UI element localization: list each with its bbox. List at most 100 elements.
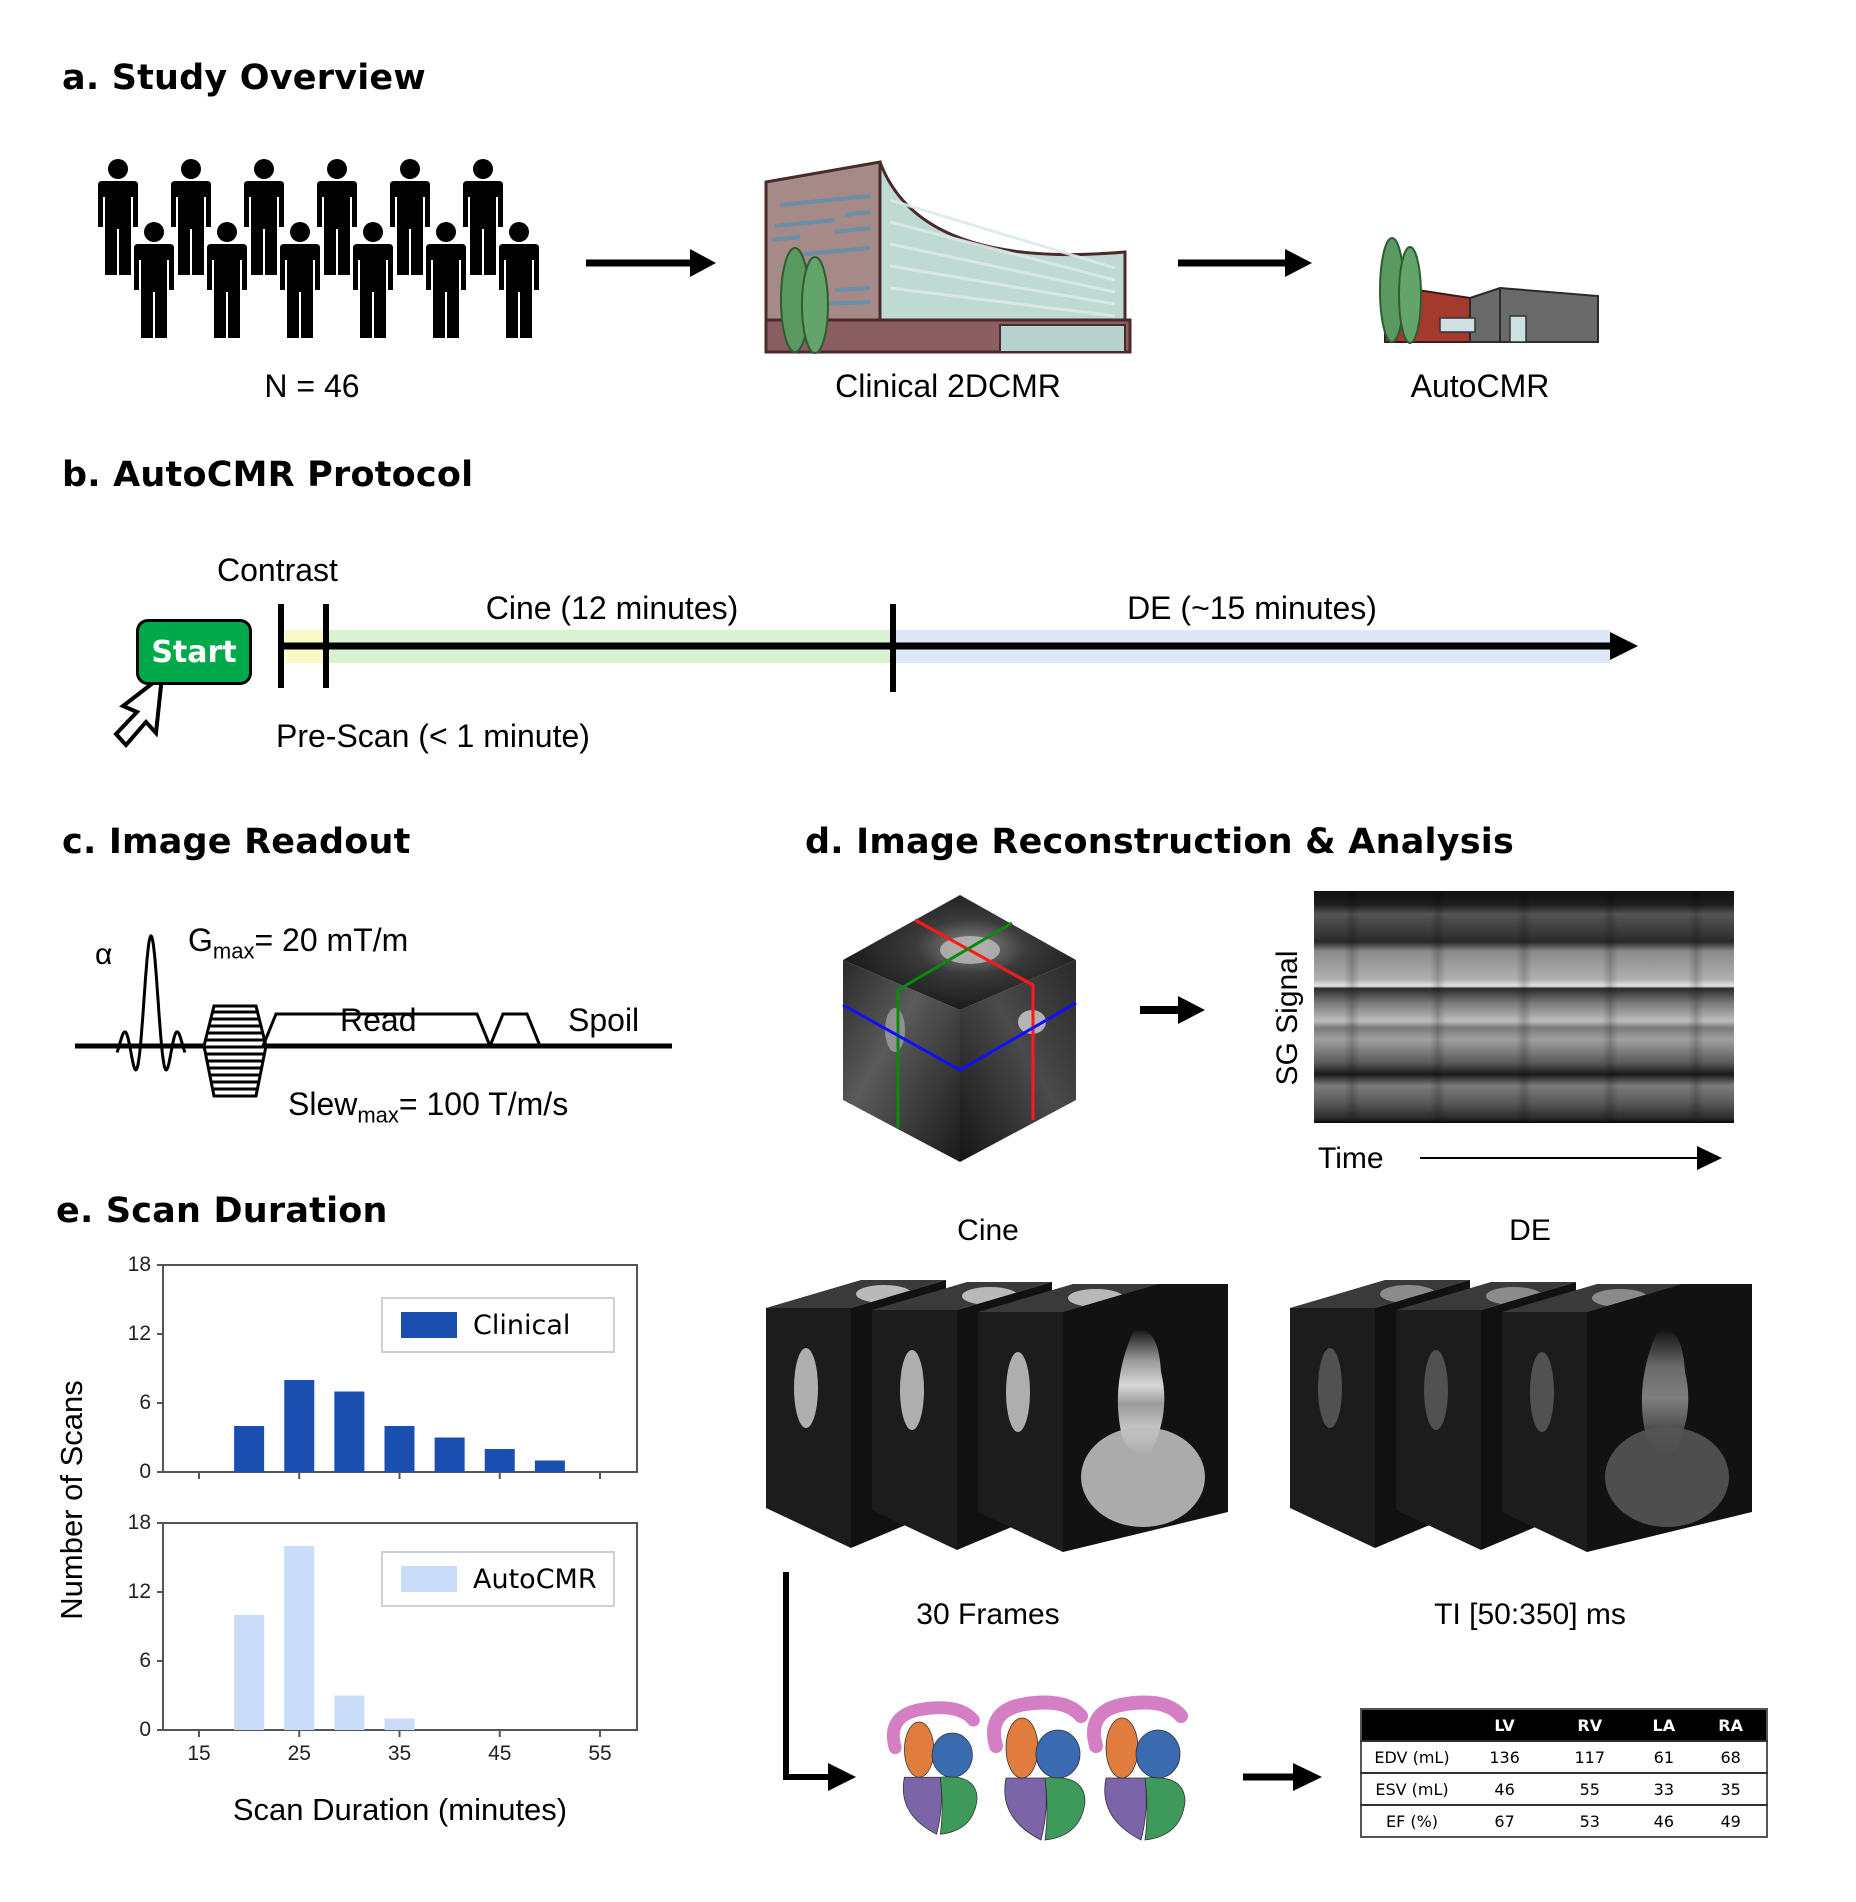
row-label: ESV (mL)	[1361, 1772, 1462, 1805]
panel-e-heading: e. Scan Duration	[56, 1191, 388, 1231]
sg-signal-image	[1314, 891, 1734, 1123]
histogram-bar	[434, 1437, 465, 1472]
clinic-building-icon	[1379, 237, 1599, 344]
elbow-arrow	[783, 1572, 830, 1780]
histogram-bar	[284, 1380, 315, 1472]
x-tick-label: 15	[187, 1742, 211, 1765]
x-tick-label: 55	[588, 1742, 612, 1765]
contrast-label: Contrast	[217, 552, 338, 588]
person-icon	[426, 222, 466, 338]
arrow-icon	[828, 1763, 856, 1791]
table-cell: 53	[1547, 1804, 1633, 1837]
table-header-cell: LV	[1462, 1709, 1548, 1741]
person-icon	[280, 222, 320, 338]
timeline-arrowhead-icon	[1610, 632, 1638, 660]
people-group-icon	[98, 159, 539, 338]
volume-front-face	[1063, 1284, 1228, 1552]
legend-autocmr: AutoCMR	[381, 1551, 615, 1607]
person-icon	[98, 159, 138, 275]
person-icon	[171, 159, 211, 275]
person-icon	[244, 159, 284, 275]
slew-subscript: max	[357, 1102, 399, 1128]
x-axis-label: Scan Duration (minutes)	[232, 1792, 568, 1827]
histogram-bar	[234, 1615, 265, 1730]
person-icon	[390, 159, 430, 275]
time-axis-label: Time	[1318, 1142, 1384, 1175]
slew-value: = 100 T/m/s	[398, 1086, 569, 1122]
arrow-icon	[1140, 996, 1205, 1024]
green-slice-line	[896, 921, 1013, 1128]
table-cell: 67	[1462, 1804, 1548, 1837]
table-cell: 117	[1547, 1740, 1633, 1773]
population-count-label: N = 46	[264, 368, 360, 404]
cursor-pointer-icon	[113, 671, 165, 749]
readout-gradient	[261, 1012, 492, 1047]
table-cell: 46	[1462, 1772, 1548, 1805]
table-cell: 68	[1695, 1740, 1767, 1773]
start-button[interactable]: Start	[136, 619, 252, 685]
arrow-icon	[1243, 1763, 1322, 1791]
histogram-bar	[334, 1391, 365, 1472]
y-tick-label: 6	[139, 1649, 151, 1672]
table-cell: 35	[1695, 1772, 1767, 1805]
table-header-cell	[1361, 1709, 1462, 1741]
person-icon	[353, 222, 393, 338]
study-flow-arrows	[586, 249, 1312, 277]
legend-clinical: Clinical	[381, 1297, 615, 1353]
table-cell: 55	[1547, 1772, 1633, 1805]
table-cell: 136	[1462, 1740, 1548, 1773]
heart-segmentation-model	[1087, 1695, 1188, 1841]
person-icon	[463, 159, 503, 275]
slew-prefix: Slew	[288, 1086, 358, 1122]
gmax-prefix: G	[188, 922, 213, 958]
arrow-icon	[1178, 249, 1312, 277]
table-header-cell: RA	[1695, 1709, 1767, 1741]
x-tick-label: 35	[387, 1742, 412, 1765]
y-tick-label: 0	[139, 1718, 151, 1741]
cine-title: Cine	[957, 1214, 1019, 1247]
hospital-building-icon	[764, 160, 1132, 354]
spoiler-gradient	[488, 1012, 542, 1047]
row-label: EDV (mL)	[1361, 1740, 1462, 1773]
volume-cube-image	[842, 895, 1205, 1162]
panel-d-heading: d. Image Reconstruction & Analysis	[805, 822, 1514, 862]
slew-label: Slewmax= 100 T/m/s	[288, 1086, 568, 1128]
legend-swatch-autocmr	[401, 1566, 457, 1592]
y-tick-label: 12	[127, 1580, 151, 1603]
de-duration-label: DE (~15 minutes)	[1127, 590, 1377, 626]
histogram-bar	[484, 1449, 515, 1472]
histogram-bar	[334, 1695, 365, 1730]
y-tick-label: 12	[127, 1322, 151, 1345]
gmax-value: = 20 mT/m	[254, 922, 409, 958]
person-icon	[317, 159, 357, 275]
spoil-label: Spoil	[568, 1002, 640, 1038]
histogram-bar	[284, 1546, 315, 1730]
histogram-bar	[384, 1718, 415, 1730]
rf-pulse-icon	[115, 934, 187, 1072]
table-cell: 49	[1695, 1804, 1767, 1837]
heart-segmentation-model	[987, 1695, 1088, 1841]
read-label: Read	[340, 1002, 417, 1038]
histogram-bar	[234, 1426, 265, 1472]
pulse-sequence-diagram	[75, 934, 672, 1098]
legend-swatch-clinical	[401, 1312, 457, 1338]
arrow-icon	[586, 249, 716, 277]
volume-front-face	[1587, 1284, 1752, 1552]
de-title: DE	[1509, 1214, 1551, 1247]
table-header-cell: LA	[1632, 1709, 1696, 1741]
x-tick-label: 25	[287, 1742, 311, 1765]
cine-frames-caption: 30 Frames	[916, 1598, 1060, 1631]
table-row: EF (%) 67 53 46 49	[1361, 1804, 1767, 1837]
row-label: EF (%)	[1361, 1804, 1462, 1837]
gmax-label: Gmax= 20 mT/m	[188, 922, 408, 964]
y-tick-label: 18	[127, 1253, 151, 1276]
table-cell: 46	[1632, 1804, 1696, 1837]
de-ti-caption: TI [50:350] ms	[1434, 1598, 1626, 1631]
phase-encode-gradient	[202, 1004, 268, 1098]
clinical-2dcmr-label: Clinical 2DCMR	[835, 368, 1061, 404]
table-header-cell: RV	[1547, 1709, 1633, 1741]
histogram-bar	[534, 1460, 565, 1472]
blue-slice-line	[842, 1001, 1077, 1072]
